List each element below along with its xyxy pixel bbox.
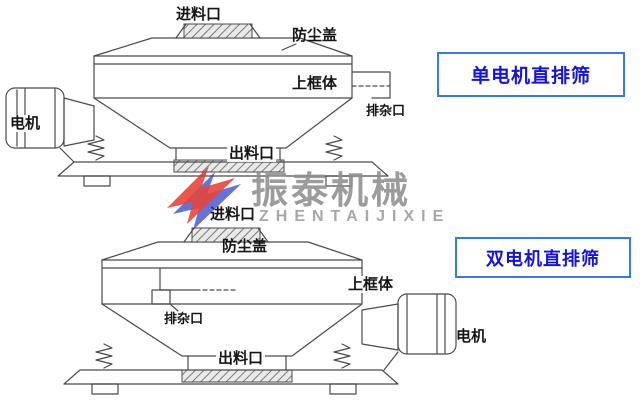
label-waste-outlet-top: 排杂口 <box>366 103 406 118</box>
label-waste-outlet-bottom: 排杂口 <box>164 311 204 326</box>
waste-outlet-pipe <box>351 71 391 99</box>
label-upper-frame-top: 上框体 <box>290 75 340 93</box>
dust-cover-leader-line <box>281 43 297 51</box>
vibration-springs <box>95 343 351 369</box>
label-dust-cover-bottom: 防尘盖 <box>222 238 268 255</box>
label-feed-inlet-bottom: 进料口 <box>210 206 256 223</box>
base-platform <box>63 351 399 395</box>
vibration-springs <box>87 135 343 161</box>
motor-mount-bracket <box>361 303 399 351</box>
label-dust-cover-top: 防尘盖 <box>292 27 338 44</box>
funnel-shape <box>93 97 353 161</box>
double-motor-machine-drawing <box>63 227 457 395</box>
label-motor-top: 电机 <box>8 115 43 133</box>
callout-double-motor-sieve: 双电机直排筛 <box>455 237 631 278</box>
base-platform <box>57 147 389 187</box>
discharge-outlet-shape <box>181 369 293 383</box>
motor-cylinder <box>397 293 457 355</box>
label-discharge-outlet-bottom: 出料口 <box>216 350 266 368</box>
label-upper-frame-bottom: 上框体 <box>346 276 396 294</box>
label-discharge-outlet-top: 出料口 <box>227 145 277 163</box>
label-motor-bottom: 电机 <box>456 328 487 345</box>
label-feed-inlet-top: 进料口 <box>176 6 222 23</box>
motor-mount-bracket <box>63 97 95 147</box>
upper-frame-body <box>101 259 363 305</box>
feed-inlet-shape <box>175 23 261 39</box>
callout-single-motor-sieve: 单电机直排筛 <box>437 52 625 97</box>
waste-outlet-pipe <box>151 267 237 312</box>
single-motor-machine-drawing <box>5 23 391 187</box>
upper-frame-body <box>93 55 353 99</box>
